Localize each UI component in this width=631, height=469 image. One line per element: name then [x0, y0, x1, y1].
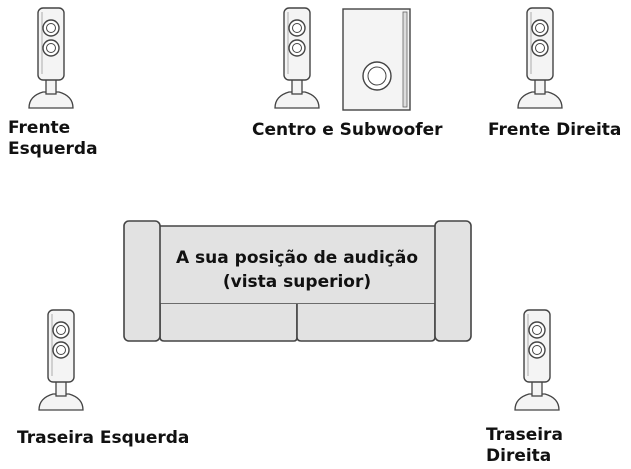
front-right-label: Frente Direita [488, 120, 622, 140]
front-left-label-line2: Esquerda [8, 139, 98, 159]
listening-position-line1: A sua posição de audição [175, 248, 419, 268]
sofa-icon [123, 220, 472, 342]
center-subwoofer-label: Centro e Subwoofer [252, 120, 443, 140]
rear-right-label-line1: Traseira [486, 425, 563, 445]
rear-right-label: Traseira Direita [486, 425, 563, 467]
rear-right-label-line2: Direita [486, 446, 552, 466]
speaker-icon-rear-left [38, 309, 84, 411]
front-left-label-line1: Frente [8, 118, 71, 138]
speaker-icon-front-left [28, 7, 74, 109]
front-left-label: Frente Esquerda [8, 118, 98, 160]
listening-position-label: A sua posição de audição (vista superior… [162, 246, 432, 294]
speaker-icon-front-right [517, 7, 563, 109]
speaker-icon-center [274, 7, 320, 109]
speaker-icon-rear-right [514, 309, 560, 411]
listening-position-line2: (vista superior) [222, 272, 372, 292]
rear-left-label: Traseira Esquerda [17, 428, 190, 448]
subwoofer-icon [342, 8, 411, 111]
